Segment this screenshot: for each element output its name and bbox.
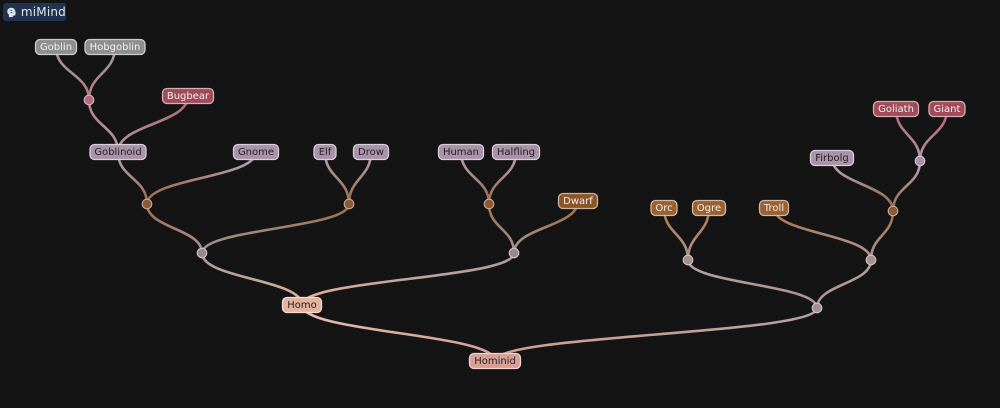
node-label: Troll bbox=[763, 203, 784, 214]
link-j-left-j-elf-drow bbox=[200, 202, 351, 255]
link-homo-j-human-dwarf bbox=[300, 251, 516, 307]
junction-j-goblinoid-gnome[interactable] bbox=[141, 198, 153, 210]
node-label: Drow bbox=[358, 147, 384, 158]
node-goblin[interactable]: Goblin bbox=[34, 38, 78, 56]
node-troll[interactable]: Troll bbox=[758, 199, 790, 217]
node-box bbox=[491, 143, 541, 161]
node-human[interactable]: Human bbox=[437, 143, 485, 161]
node-giant[interactable]: Giant bbox=[928, 100, 966, 118]
node-orc[interactable]: Orc bbox=[650, 199, 678, 217]
node-box bbox=[758, 199, 790, 217]
node-hominid[interactable]: Hominid bbox=[468, 352, 522, 370]
node-drow[interactable]: Drow bbox=[352, 143, 390, 161]
node-box bbox=[281, 296, 323, 314]
node-label: Hominid bbox=[474, 356, 516, 367]
link-j-right-j-troll-giant bbox=[815, 258, 873, 310]
node-homo[interactable]: Homo bbox=[281, 296, 323, 314]
node-label: Hobgoblin bbox=[90, 42, 141, 53]
node-box bbox=[232, 143, 280, 161]
node-goliath[interactable]: Goliath bbox=[872, 100, 920, 118]
junction-j-left[interactable] bbox=[196, 247, 208, 259]
junction-j-firbolg[interactable] bbox=[887, 205, 899, 217]
node-box bbox=[872, 100, 920, 118]
node-label: Homo bbox=[287, 300, 317, 311]
junction-j-elf-drow[interactable] bbox=[343, 198, 355, 210]
node-box bbox=[650, 199, 678, 217]
node-box bbox=[691, 199, 727, 217]
link-j-right-j-orc-ogre bbox=[686, 258, 819, 310]
junction-j-human-dwarf[interactable] bbox=[508, 247, 520, 259]
junction-j-goblin[interactable] bbox=[83, 94, 95, 106]
node-label: Elf bbox=[319, 147, 332, 158]
node-label: Goliath bbox=[878, 104, 914, 115]
link-j-troll-giant-j-firbolg bbox=[869, 209, 895, 262]
app-name: miMind bbox=[20, 5, 66, 19]
node-label: Orc bbox=[655, 203, 672, 214]
node-box bbox=[928, 100, 966, 118]
node-box bbox=[809, 149, 855, 167]
node-label: Firbolg bbox=[815, 153, 849, 164]
node-box bbox=[352, 143, 390, 161]
app-logo[interactable]: miMind bbox=[3, 3, 66, 21]
node-label: Dwarf bbox=[563, 196, 593, 207]
junction-j-goliath-giant[interactable] bbox=[914, 155, 926, 167]
node-dwarf[interactable]: Dwarf bbox=[557, 192, 599, 210]
node-elf[interactable]: Elf bbox=[313, 143, 337, 161]
node-label: Bugbear bbox=[167, 91, 210, 102]
node-ogre[interactable]: Ogre bbox=[691, 199, 727, 217]
junction-j-human-halfling[interactable] bbox=[483, 198, 495, 210]
node-box bbox=[89, 143, 147, 161]
node-hobgoblin[interactable]: Hobgoblin bbox=[84, 38, 146, 56]
junction-j-orc-ogre[interactable] bbox=[682, 254, 694, 266]
link-j-left-j-goblinoid-gnome bbox=[145, 202, 204, 255]
node-label: Giant bbox=[934, 104, 961, 115]
node-box bbox=[84, 38, 146, 56]
link-j-human-dwarf-j-human-halfling bbox=[487, 202, 516, 255]
node-label: Goblinoid bbox=[94, 147, 141, 158]
junction-j-troll-giant[interactable] bbox=[865, 254, 877, 266]
node-box bbox=[437, 143, 485, 161]
node-box bbox=[557, 192, 599, 210]
node-bugbear[interactable]: Bugbear bbox=[161, 87, 215, 105]
link-j-troll-giant-troll bbox=[772, 206, 873, 262]
link-hominid-homo bbox=[300, 303, 497, 363]
node-box bbox=[161, 87, 215, 105]
node-label: Goblin bbox=[40, 42, 72, 53]
node-halfling[interactable]: Halfling bbox=[491, 143, 541, 161]
node-box bbox=[313, 143, 337, 161]
node-firbolg[interactable]: Firbolg bbox=[809, 149, 855, 167]
node-box bbox=[468, 352, 522, 370]
node-gnome[interactable]: Gnome bbox=[232, 143, 280, 161]
node-box bbox=[34, 38, 78, 56]
node-layer: Hominid Homo Goblinoid Goblin HobgoblinBugbe… bbox=[34, 38, 966, 370]
node-label: Human bbox=[443, 147, 479, 158]
link-j-firbolg-j-goliath-giant bbox=[891, 159, 922, 213]
node-goblinoid[interactable]: Goblinoid bbox=[89, 143, 147, 161]
link-hominid-j-right bbox=[493, 306, 819, 363]
link-goblinoid-bugbear bbox=[116, 94, 190, 154]
node-label: Gnome bbox=[238, 147, 274, 158]
node-label: Halfling bbox=[497, 147, 535, 158]
node-label: Ogre bbox=[697, 203, 721, 214]
brain-icon bbox=[7, 7, 17, 17]
junction-j-right[interactable] bbox=[811, 302, 823, 314]
